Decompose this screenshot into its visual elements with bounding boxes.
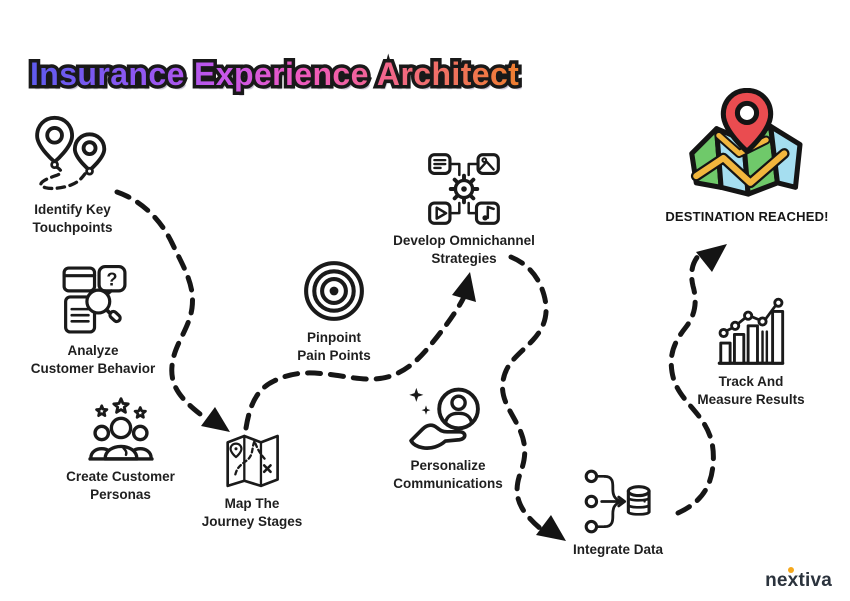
colorful-map-pin-icon <box>689 88 803 197</box>
gear-channels-icon <box>428 153 500 225</box>
arrowhead-2 <box>452 272 476 302</box>
page-title-outline: Insurance Experience Architect <box>26 55 522 94</box>
page-title: Insurance Experience Architect Insurance… <box>26 55 522 94</box>
map-pins-route-icon <box>34 115 106 191</box>
research-magnifier-icon: ? <box>62 264 127 334</box>
brand-name: nextiva <box>765 570 832 591</box>
people-stars-icon <box>87 397 154 461</box>
bar-chart-trend-icon <box>717 297 785 365</box>
step-label: Integrate Data <box>572 542 664 557</box>
page-title-text: Insurance Experience Architect <box>30 56 520 92</box>
hand-person-icon <box>409 387 480 450</box>
arrowhead-1 <box>201 407 230 432</box>
destination-label: DESTINATION REACHED! <box>665 209 829 224</box>
brand-logo: nextiva <box>765 567 832 591</box>
path-segment-1 <box>114 189 203 417</box>
step-integrate-data: Integrate Data <box>553 466 683 559</box>
brand-dot-icon <box>788 567 795 573</box>
path-segment-2 <box>243 294 467 431</box>
path-segment-3 <box>500 254 549 532</box>
path-segment-4 <box>668 252 716 516</box>
destination-reached: DESTINATION REACHED! <box>665 88 828 226</box>
arrowhead-3 <box>536 515 566 541</box>
folded-map-route-icon <box>226 434 279 488</box>
merge-database-icon <box>584 469 651 534</box>
target-icon <box>304 261 364 321</box>
svg-text:?: ? <box>106 269 117 290</box>
arrowhead-4 <box>696 244 727 272</box>
